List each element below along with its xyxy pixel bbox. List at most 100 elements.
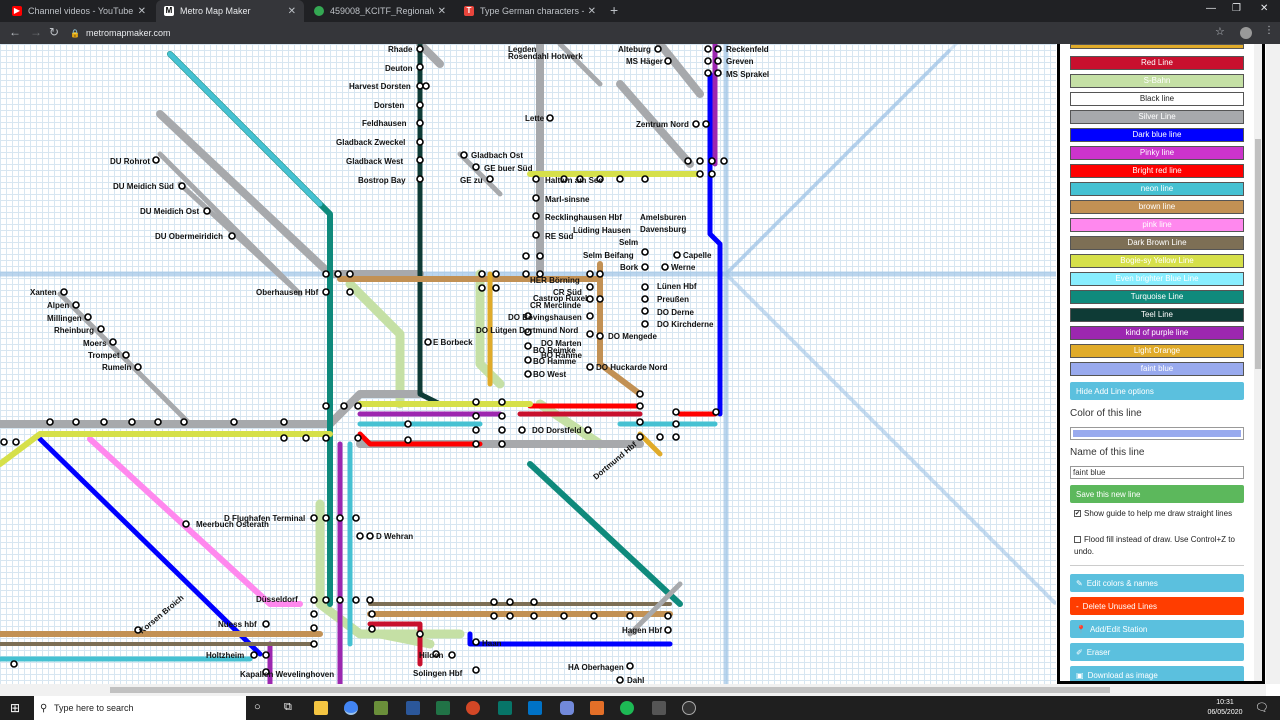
tab-metro-map-maker[interactable]: M Metro Map Maker ✕ (156, 0, 304, 22)
app-icon[interactable] (590, 701, 604, 715)
station-label: Oberhausen Hbf (256, 288, 319, 297)
line-button-purple[interactable]: kind of purple line (1070, 326, 1244, 340)
new-tab-icon[interactable]: + (610, 2, 619, 18)
dark-blue-line (37, 71, 723, 657)
discord-icon[interactable] (560, 701, 574, 715)
station-label: Holtzheim (206, 651, 244, 660)
close-icon[interactable]: ✕ (137, 5, 146, 17)
chrome-icon[interactable] (344, 701, 358, 715)
restore-icon[interactable]: ❐ (1232, 3, 1241, 14)
station-label: Haan (482, 639, 502, 648)
back-icon[interactable]: ← (9, 25, 21, 39)
line-button-silver[interactable]: Silver Line (1070, 110, 1244, 124)
reload-icon[interactable]: ↻ (49, 25, 60, 39)
divider (1070, 565, 1244, 566)
page-scrollbar[interactable] (1266, 44, 1280, 684)
line-button-bright-blue[interactable]: Even brighter Blue Line (1070, 272, 1244, 286)
address-bar[interactable]: 🔒 metromapmaker.com (70, 25, 1230, 41)
station-label: Moers (83, 339, 107, 348)
spotify-icon[interactable] (620, 701, 634, 715)
station-label: Dorsten (374, 101, 404, 110)
calculator-icon[interactable] (652, 701, 666, 715)
line-button-black[interactable]: Black line (1070, 92, 1244, 106)
powerpoint-icon[interactable] (466, 701, 480, 715)
panel-scrollbar[interactable] (1254, 44, 1262, 681)
line-button-pink[interactable]: pink line (1070, 218, 1244, 232)
guide-checkbox-row[interactable]: ✔Show guide to help me draw straight lin… (1074, 508, 1248, 520)
horizontal-scrollbar[interactable] (0, 684, 1266, 696)
url-text: metromapmaker.com (85, 28, 171, 38)
line-name-input[interactable]: faint blue (1070, 466, 1244, 479)
delete-unused-lines-button[interactable]: -Delete Unused Lines (1070, 597, 1244, 615)
task-view-icon[interactable]: ⧉ (284, 701, 292, 713)
panel-scrollbar-thumb[interactable] (1255, 139, 1261, 369)
excel-icon[interactable] (436, 701, 450, 715)
station-label: DU Obermeiridich (155, 232, 223, 241)
guide-diagonal-se (724, 272, 1056, 606)
word-icon[interactable] (406, 701, 420, 715)
hide-add-line-button[interactable]: Hide Add Line options (1070, 382, 1244, 400)
checkbox-unchecked[interactable] (1074, 536, 1081, 544)
line-button-neon[interactable]: neon line (1070, 182, 1244, 196)
line-button-partial[interactable] (1070, 44, 1244, 49)
minimize-icon[interactable]: — (1206, 3, 1216, 14)
tab-regionalverkehr[interactable]: 459008_KCITF_Regionalverkehrsp... ✕ (306, 0, 454, 22)
cortana-icon[interactable]: ○ (254, 701, 261, 713)
taskbar-search[interactable]: ⚲ Type here to search (34, 696, 246, 720)
menu-dots-icon[interactable]: ⋮ (1264, 25, 1274, 36)
minecraft-icon[interactable] (374, 701, 388, 715)
close-window-icon[interactable]: ✕ (1260, 3, 1269, 14)
avatar[interactable] (1240, 27, 1252, 39)
line-button-dark-blue[interactable]: Dark blue line (1070, 128, 1244, 142)
line-button-yellow[interactable]: Bogie-sy Yellow Line (1070, 254, 1244, 268)
close-icon[interactable]: ✕ (437, 5, 446, 17)
edit-colors-button[interactable]: ✎Edit colors & names (1070, 574, 1244, 592)
outlook-icon[interactable] (528, 701, 542, 715)
forward-icon[interactable]: → (30, 25, 42, 39)
close-icon[interactable]: ✕ (287, 5, 296, 17)
eraser-button[interactable]: ✐Eraser (1070, 643, 1244, 661)
line-button-bright-red[interactable]: Bright red line (1070, 164, 1244, 178)
file-explorer-icon[interactable] (314, 701, 328, 715)
taskbar-clock[interactable]: 10:31 06/05/2020 (1200, 698, 1250, 718)
silver-line (0, 44, 704, 448)
windows-start-icon[interactable]: ⊞ (10, 701, 21, 715)
line-button-faint-blue[interactable]: faint blue (1070, 362, 1244, 376)
station-label: Xanten (30, 288, 57, 297)
station-label: DO Mengede (608, 332, 657, 341)
close-icon[interactable]: ✕ (587, 5, 596, 17)
notifications-icon[interactable]: 🗨 (1255, 702, 1269, 714)
publisher-icon[interactable] (498, 701, 512, 715)
line-button-s-bahn[interactable]: S-Bahn (1070, 74, 1244, 88)
station-label: DO Huckarde Nord (596, 363, 668, 372)
flood-checkbox-row[interactable]: Flood fill instead of draw. Use Control+… (1074, 534, 1248, 558)
app-circle-icon[interactable] (682, 701, 696, 715)
line-button-red[interactable]: Red Line (1070, 56, 1244, 70)
line-button-teel[interactable]: Teel Line (1070, 308, 1244, 322)
pink-line (87, 436, 303, 607)
horizontal-scrollbar-thumb[interactable] (110, 687, 1110, 693)
line-button-light-orange[interactable]: Light Orange (1070, 344, 1244, 358)
station-label: Nuess hbf (218, 620, 257, 629)
add-station-button[interactable]: 📍Add/Edit Station (1070, 620, 1244, 638)
bookmark-star-icon[interactable]: ☆ (1215, 26, 1225, 38)
line-button-turquoise[interactable]: Turquoise Line (1070, 290, 1244, 304)
line-button-brown[interactable]: brown line (1070, 200, 1244, 214)
clock-time: 10:31 (1216, 699, 1234, 706)
station-labels: Rhade Deuton Harvest Dorsten Dorsten Fel… (30, 45, 769, 684)
station-label: RE Süd (545, 232, 574, 241)
save-line-button[interactable]: Save this new line (1070, 485, 1244, 503)
line-editor-panel: Red Line S-Bahn Black line Silver Line D… (1057, 44, 1265, 684)
checkbox-checked[interactable]: ✔ (1074, 510, 1081, 518)
station-label: Amelsburen (640, 213, 686, 222)
download-image-button[interactable]: ▣Download as image (1070, 666, 1244, 681)
station-label: Meerbuch Osterath (196, 520, 269, 529)
line-button-pinky[interactable]: Pinky line (1070, 146, 1244, 160)
map-drawing[interactable]: Rhade Deuton Harvest Dorsten Dorsten Fel… (0, 44, 1056, 684)
eraser-label: Eraser (1086, 647, 1111, 657)
line-button-dark-brown[interactable]: Dark Brown Line (1070, 236, 1244, 250)
line-color-picker[interactable] (1070, 427, 1244, 440)
metro-map-canvas[interactable]: Rhade Deuton Harvest Dorsten Dorsten Fel… (0, 44, 1056, 684)
tab-youtube-studio[interactable]: ▶ Channel videos - YouTube Studio ✕ (4, 0, 154, 22)
